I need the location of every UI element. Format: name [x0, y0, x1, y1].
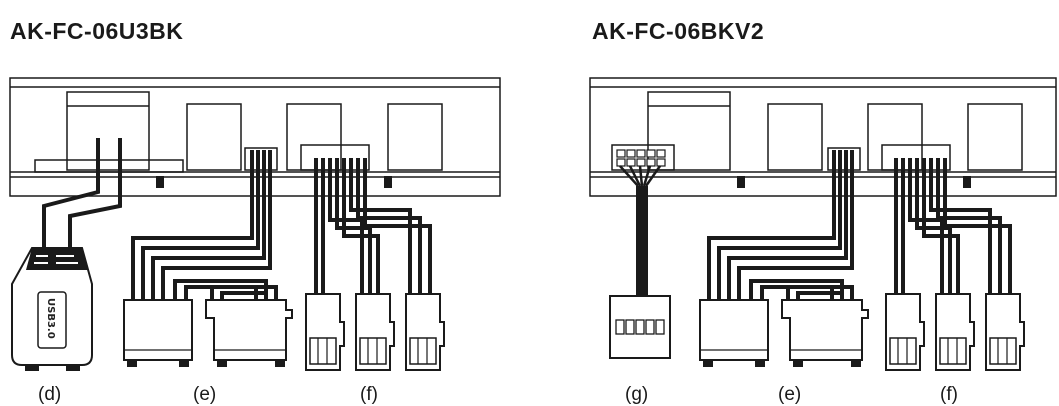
right-fan-connectors	[885, 293, 1025, 371]
model-title-right: AK-FC-06BKV2	[592, 18, 765, 44]
right-molex-wires	[707, 150, 854, 302]
left-molex-male	[123, 299, 193, 367]
right-fan-wires	[894, 158, 1012, 296]
label-d: (d)	[38, 384, 62, 405]
left-fan-connectors	[305, 293, 445, 371]
label-f-right: (f)	[940, 384, 958, 405]
model-title-left: AK-FC-06U3BK	[10, 18, 184, 44]
hd-audio-cable-wires	[619, 165, 662, 187]
label-e-left: (e)	[193, 384, 217, 405]
left-fan-wires	[314, 158, 432, 296]
label-e-right: (e)	[778, 384, 802, 405]
label-g: (g)	[625, 384, 649, 405]
right-molex-female	[781, 299, 869, 367]
right-panel-clips	[737, 176, 971, 188]
usb3-connector	[11, 247, 93, 371]
left-molex-female	[205, 299, 293, 367]
usb-cable-wires	[42, 138, 122, 250]
hd-audio-cable-bundle	[636, 186, 648, 298]
left-front-panel	[9, 77, 501, 197]
left-molex-wires	[131, 150, 278, 302]
left-panel-clips	[156, 176, 392, 188]
right-molex-male	[699, 299, 769, 367]
right-front-panel	[589, 77, 1057, 197]
usb3-connector-label: USB3.0	[45, 298, 56, 339]
label-f-left: (f)	[360, 384, 378, 405]
hd-audio-connector	[609, 295, 671, 359]
